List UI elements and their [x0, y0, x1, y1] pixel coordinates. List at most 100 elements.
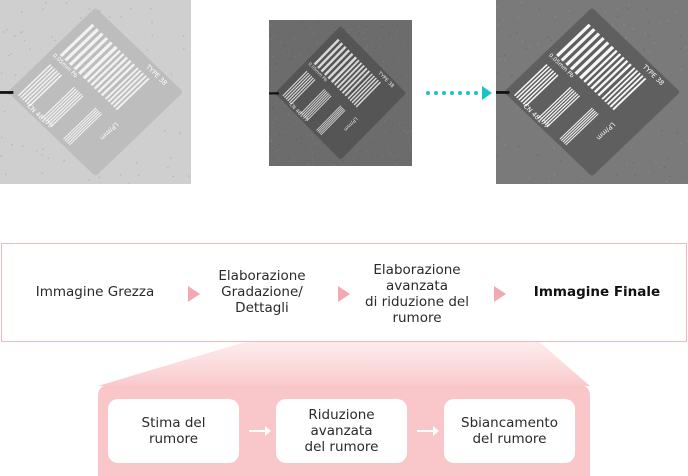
line-pair-bar	[100, 63, 136, 97]
text-line: Elaborazione	[218, 268, 306, 284]
text-line: avanzata	[385, 278, 448, 294]
line-pair-bar	[347, 73, 373, 100]
line-pair-bar	[353, 79, 379, 106]
line-pair-bar	[317, 42, 344, 69]
line-pair-bar	[319, 108, 345, 135]
line-pair-bar	[68, 32, 104, 66]
text-line: rumore	[392, 310, 442, 326]
line-pair-bar	[73, 36, 109, 71]
line-pair-bar	[349, 75, 375, 102]
arrow-right-icon	[494, 286, 506, 302]
line-pair-bar	[290, 79, 316, 105]
text-line: Sbiancamento	[461, 415, 558, 431]
test-plate	[275, 26, 406, 160]
line-pair-bar	[583, 49, 618, 83]
line-pair-bar	[305, 94, 331, 120]
marker	[269, 92, 280, 95]
line-pair-bar	[606, 72, 641, 106]
line-pair-bar	[67, 111, 101, 144]
line-pair-bar	[110, 72, 145, 106]
line-pair-bar	[522, 72, 557, 105]
text-line: rumore	[148, 431, 199, 447]
line-pair-bar	[28, 74, 63, 107]
line-pair-bar	[59, 23, 95, 58]
line-pair-bar	[282, 70, 308, 97]
line-pair-bar	[288, 77, 314, 104]
text-line: Immagine Finale	[533, 284, 661, 300]
line-pair-bar	[341, 67, 368, 94]
text-line: di riduzione del	[365, 294, 469, 310]
line-pair-bar	[579, 46, 615, 80]
line-pair-bar	[317, 106, 343, 132]
line-pair-bar	[563, 111, 598, 144]
text-line: Gradazione/	[221, 284, 303, 300]
line-pair-bar	[43, 88, 77, 121]
line-pair-bar	[593, 59, 629, 93]
line-pair-bar	[560, 109, 595, 141]
line-pair-bar	[285, 74, 311, 100]
line-pair-bar	[597, 63, 632, 97]
text-line: del rumore	[304, 439, 379, 455]
line-pair-bar	[113, 75, 147, 108]
line-pair-bar	[306, 95, 332, 122]
line-pair-bar	[569, 36, 605, 71]
line-pair-bar	[542, 91, 577, 124]
line-pair-bar	[351, 77, 377, 104]
line-pair-bar	[93, 56, 129, 90]
line-pair-bar	[302, 91, 328, 118]
line-pair-bar	[318, 107, 344, 134]
line-pair-bar	[546, 95, 580, 128]
line-pair-bar	[26, 72, 60, 105]
step-raw-image: Immagine Grezza	[20, 284, 170, 300]
line-pair-bar	[301, 90, 327, 116]
line-pair-bar	[590, 56, 625, 90]
line-pair-bar	[601, 67, 636, 100]
line-pair-bar	[66, 110, 100, 143]
line-pair-bar	[97, 59, 132, 93]
step-final-image: Immagine Finale	[522, 284, 672, 300]
line-pair-bar	[586, 53, 622, 87]
line-pair-bar	[320, 109, 346, 136]
line-pair-bar	[331, 56, 357, 83]
line-pair-bar	[320, 45, 347, 73]
line-pair-bar	[50, 95, 84, 128]
text-line: Riduzione	[308, 407, 375, 423]
line-pair-bar	[44, 90, 79, 123]
line-pair-bar	[41, 86, 75, 119]
line-pair-bar	[78, 41, 113, 75]
line-pair-bar	[107, 69, 142, 103]
line-pair-bar	[344, 70, 371, 97]
line-pair-bar	[20, 66, 54, 99]
line-pair-bar	[324, 49, 351, 76]
line-pair-bar	[516, 66, 550, 99]
line-pair-bar	[560, 28, 596, 62]
line-pair-bar	[46, 91, 81, 124]
line-pair-bar	[303, 92, 329, 119]
text-line: avanzata	[310, 423, 373, 439]
line-pair-bar	[539, 88, 573, 121]
text-line: del rumore	[472, 431, 547, 447]
line-pair-bar	[612, 77, 647, 111]
line-pair-bar	[562, 110, 596, 143]
line-pair-bar	[69, 113, 103, 146]
line-pair-bar	[64, 28, 100, 62]
line-pair-bar	[313, 38, 340, 66]
line-pair-bar	[64, 109, 98, 141]
dotted-arrow-icon	[426, 86, 492, 100]
line-pair-bar	[104, 67, 139, 100]
line-pair-bar	[518, 68, 552, 101]
line-pair-bar	[355, 81, 381, 108]
test-plate	[8, 8, 183, 176]
line-pair-bar	[300, 88, 325, 115]
line-pair-bar	[609, 75, 644, 108]
line-pair-bar	[604, 69, 639, 103]
line-pair-bar	[544, 93, 579, 126]
line-pair-bar	[565, 32, 601, 66]
line-pair-bar	[327, 52, 354, 80]
